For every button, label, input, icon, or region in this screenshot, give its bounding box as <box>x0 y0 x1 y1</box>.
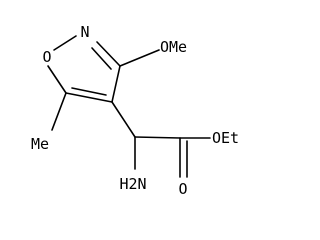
bond-c4-c5-double <box>71 87 107 96</box>
chemical-structure: N O OMe Me H2N O OEt <box>31 23 239 198</box>
atom-label-ester: OEt <box>212 129 239 147</box>
bond-c4-calpha <box>111 101 136 138</box>
atom-label-methyl: Me <box>31 135 49 153</box>
bond-c5-o1 <box>47 65 67 94</box>
bond-c3-methoxy <box>119 49 160 67</box>
bond-n2-c3 <box>96 41 121 67</box>
atom-label-ring-o: O <box>42 48 51 66</box>
bond-c3-c4 <box>111 65 121 103</box>
atom-label-ring-n: N <box>80 23 89 41</box>
bond-c5-methyl <box>51 92 67 131</box>
bond-o1-n2 <box>53 35 77 51</box>
atom-label-amine: H2N <box>119 175 146 193</box>
bond-calpha-ccarbonyl <box>134 136 181 139</box>
bond-c4-c5 <box>65 92 113 103</box>
bond-n2-c3-double <box>91 47 112 70</box>
atom-label-methoxy: OMe <box>160 38 187 56</box>
atom-label-carbonyl-o: O <box>178 180 187 198</box>
